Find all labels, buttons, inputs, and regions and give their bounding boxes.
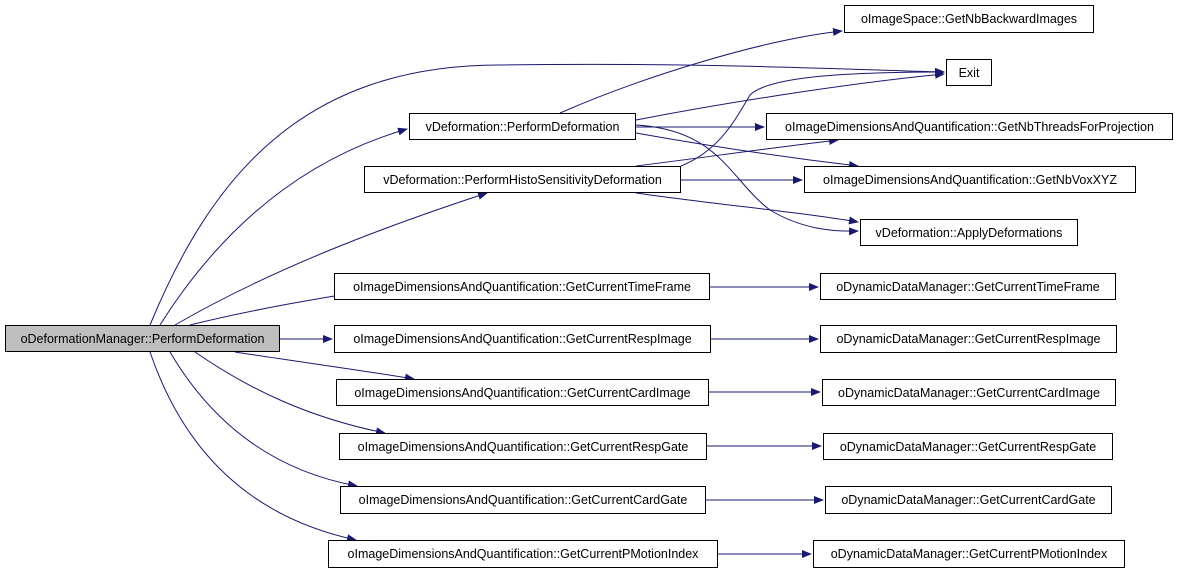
node-exit[interactable]: Exit (946, 59, 992, 86)
edge-root-to-perform-histo (174, 191, 488, 326)
node-idq-get-current-resp-image[interactable]: oImageDimensionsAndQuantification::GetCu… (334, 325, 711, 353)
node-ddm-get-current-card-gate[interactable]: oDynamicDataManager::GetCurrentCardGate (825, 486, 1112, 514)
node-get-nb-backward-images[interactable]: oImageSpace::GetNbBackwardImages (844, 5, 1094, 33)
node-apply-deformations[interactable]: vDeformation::ApplyDeformations (860, 219, 1078, 246)
edge-root-to-idq-card-gate (169, 351, 358, 489)
node-get-nb-vox-xyz[interactable]: oImageDimensionsAndQuantification::GetNb… (804, 166, 1136, 193)
edge-root-to-perform-deformation (159, 127, 408, 326)
node-idq-get-current-resp-gate[interactable]: oImageDimensionsAndQuantification::GetCu… (339, 433, 707, 460)
edge-perform-deformation-to-get-nb-vox (635, 132, 859, 169)
edge-perform-histo-to-exit (680, 68, 945, 167)
edge-perform-histo-to-get-nb-threads (635, 137, 839, 167)
node-idq-get-current-card-image[interactable]: oImageDimensionsAndQuantification::GetCu… (336, 379, 709, 406)
node-ddm-get-current-card-image[interactable]: oDynamicDataManager::GetCurrentCardImage (822, 379, 1116, 406)
node-perform-histo-sensitivity-deformation[interactable]: vDeformation::PerformHistoSensitivityDef… (364, 166, 681, 193)
node-ddm-get-current-resp-gate[interactable]: oDynamicDataManager::GetCurrentRespGate (823, 433, 1113, 460)
edge-perform-deformation-to-apply-deformations (635, 124, 859, 236)
edge-perform-deformation-to-exit (635, 70, 945, 121)
edge-perform-deformation-to-get-nb-backward (559, 28, 843, 114)
node-ddm-get-current-pmotion-index[interactable]: oDynamicDataManager::GetCurrentPMotionIn… (813, 540, 1125, 568)
edge-root-to-idq-pmotion-index (149, 351, 357, 543)
node-ddm-get-current-time-frame[interactable]: oDynamicDataManager::GetCurrentTimeFrame (820, 273, 1116, 300)
node-idq-get-current-time-frame[interactable]: oImageDimensionsAndQuantification::GetCu… (334, 273, 710, 300)
node-root[interactable]: oDeformationManager::PerformDeformation (5, 325, 280, 352)
edge-root-to-idq-resp-gate (194, 351, 386, 436)
edge-perform-histo-to-apply-deformations (635, 192, 859, 225)
edge-root-to-exit (149, 63, 945, 326)
node-idq-get-current-pmotion-index[interactable]: oImageDimensionsAndQuantification::GetCu… (328, 540, 718, 568)
node-ddm-get-current-resp-image[interactable]: oDynamicDataManager::GetCurrentRespImage (820, 325, 1117, 353)
node-get-nb-threads-for-projection[interactable]: oImageDimensionsAndQuantification::GetNb… (766, 113, 1173, 140)
node-perform-deformation[interactable]: vDeformation::PerformDeformation (409, 113, 636, 140)
node-idq-get-current-card-gate[interactable]: oImageDimensionsAndQuantification::GetCu… (340, 486, 706, 514)
edge-root-to-idq-card-image (234, 351, 415, 382)
